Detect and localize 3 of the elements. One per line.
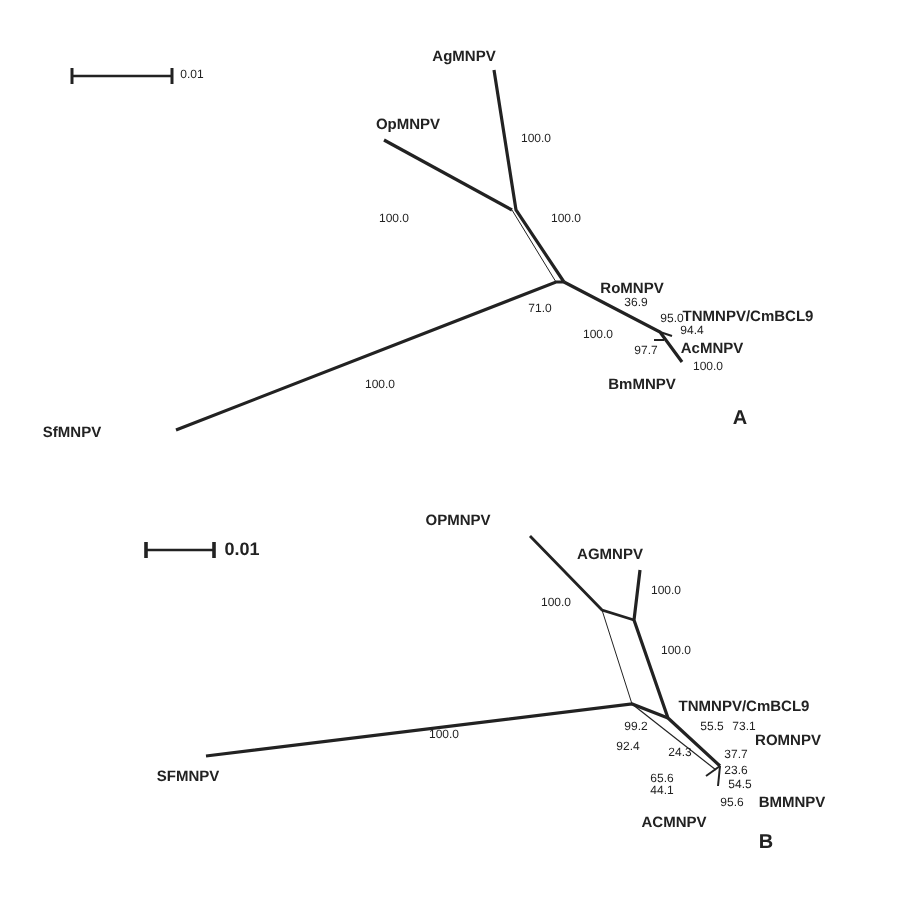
panel-letter: A: [732, 410, 748, 430]
panel-letter: B: [758, 834, 774, 854]
scale-label: 0.01: [224, 541, 260, 559]
